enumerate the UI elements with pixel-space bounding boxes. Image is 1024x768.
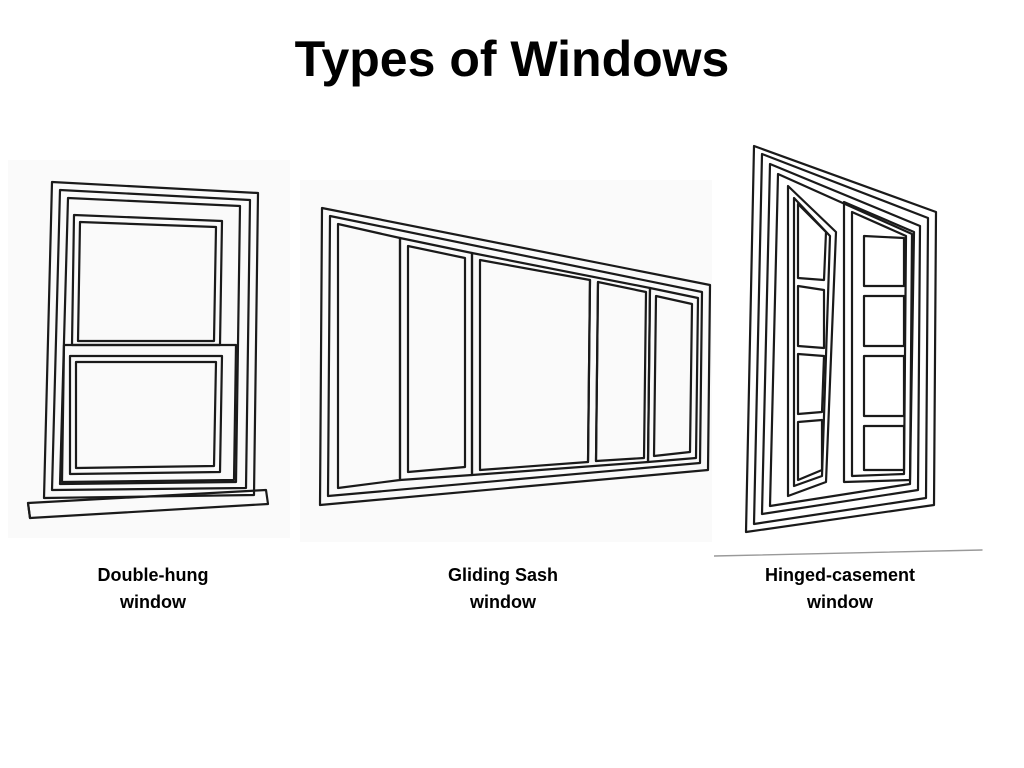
hinged-casement-caption-line1: Hinged-casement [764, 565, 916, 585]
gliding-sash-caption: Gliding Sash window [403, 562, 603, 616]
slide-title: Types of Windows [294, 31, 730, 87]
double-hung-caption-line2: window [120, 592, 186, 612]
double-hung-caption-line1: Double-hung [97, 565, 209, 585]
double-hung-window-icon [8, 160, 290, 538]
double-hung-caption: Double-hung window [53, 562, 253, 616]
gliding-sash-caption-line2: window [470, 592, 536, 612]
hinged-casement-window-icon [714, 144, 983, 557]
hinged-casement-caption-line2: window [807, 592, 873, 612]
hinged-casement-caption: Hinged-casement window [730, 562, 950, 616]
gliding-sash-caption-line1: Gliding Sash [447, 565, 558, 585]
double-hung-window-illustration [8, 160, 293, 545]
gliding-sash-window-illustration [300, 180, 712, 545]
hinged-casement-window-illustration [714, 140, 986, 560]
gliding-sash-window-icon [300, 180, 712, 542]
